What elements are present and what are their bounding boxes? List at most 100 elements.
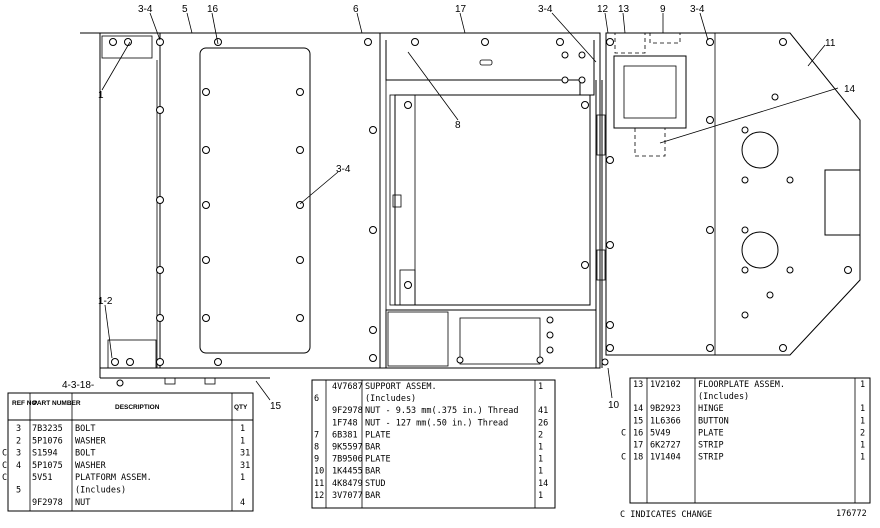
ref-no: 17 [633, 441, 643, 451]
quantity: 1 [538, 455, 543, 465]
callout: 3-4 [538, 4, 553, 15]
col-header-part: PART NUMBER [33, 400, 81, 407]
callout: 10 [608, 400, 620, 411]
part-number: 5V49 [650, 428, 670, 438]
quantity: 2 [538, 430, 543, 440]
ref-no: 8 [314, 443, 319, 453]
part-number: 1V1404 [650, 453, 681, 463]
ref-no: 2 [16, 436, 21, 446]
quantity: 41 [538, 406, 548, 416]
floorplate-13 [605, 32, 861, 356]
quantity: 31 [240, 461, 250, 471]
col-header-desc: DESCRIPTION [115, 404, 160, 411]
quantity: 4 [240, 498, 245, 508]
part-number: 5V51 [32, 473, 52, 483]
part-number: 1K4455 [332, 467, 363, 477]
callout: 12 [597, 4, 609, 15]
ref-no: 7 [314, 430, 319, 440]
description: (Includes) [75, 486, 126, 496]
quantity: 14 [538, 479, 548, 489]
part-number: S1594 [32, 449, 58, 459]
description: (Includes) [698, 392, 749, 402]
change-note: C INDICATES CHANGE [620, 510, 712, 520]
ref-no: 4 [16, 461, 21, 471]
quantity: 2 [860, 428, 865, 438]
part-number: 9B2923 [650, 404, 681, 414]
bracket-plate [101, 35, 153, 59]
ref-no: 5 [16, 486, 21, 496]
drawing-number: 176772 [836, 509, 867, 519]
ref-no: 6 [314, 394, 319, 404]
part-number: 6B381 [332, 430, 358, 440]
quantity: 1 [860, 416, 865, 426]
change-mark: C [621, 428, 626, 438]
change-mark: C [2, 449, 7, 459]
part-number: 3V7077 [332, 491, 363, 501]
ref-no: 16 [633, 428, 643, 438]
description: WASHER [75, 461, 107, 471]
callout: 8 [455, 120, 461, 131]
part-number: 5P1075 [32, 461, 63, 471]
description: BOLT [75, 424, 95, 434]
callout: 3-4 [336, 164, 351, 175]
description: BAR [365, 491, 381, 501]
callout: 1 [98, 90, 104, 101]
quantity: 1 [860, 453, 865, 463]
callout: 11 [825, 38, 836, 49]
callout: 3-4 [690, 4, 705, 15]
description: PLATFORM ASSEM. [75, 473, 152, 483]
change-mark: C [2, 461, 7, 471]
ref-no: 3 [16, 424, 21, 434]
callout: 9 [660, 4, 666, 15]
quantity: 26 [538, 418, 548, 428]
part-number: 6K2727 [650, 441, 681, 451]
quantity: 1 [860, 404, 865, 414]
quantity: 1 [538, 467, 543, 477]
ref-no: 11 [314, 479, 324, 489]
col-header-qty: QTY [234, 404, 248, 411]
ref-no: 12 [314, 491, 324, 501]
description: WASHER [75, 436, 107, 446]
callout: 13 [618, 4, 630, 15]
platform-assembly: 3-4 5 16 6 17 3-4 12 13 9 3-4 11 1 8 14 … [62, 4, 861, 412]
callout-labels: 3-4 5 16 6 17 3-4 12 13 9 3-4 11 1 8 14 … [62, 4, 856, 412]
quantity: 1 [240, 473, 245, 483]
description: BUTTON [698, 416, 729, 426]
part-number: 1V2102 [650, 380, 681, 390]
part-number: 4K8479 [332, 479, 363, 489]
ref-no: 15 [633, 416, 643, 426]
quantity: 1 [240, 436, 245, 446]
callout: 15 [270, 401, 282, 412]
description: HINGE [698, 404, 724, 414]
ref-no: 14 [633, 404, 643, 414]
part-number: 7B9506 [332, 455, 363, 465]
part-number: 9F2978 [332, 406, 363, 416]
description: SUPPORT ASSEM. [365, 382, 437, 392]
description: STUD [365, 479, 385, 489]
quantity: 1 [538, 443, 543, 453]
description: BAR [365, 443, 381, 453]
part-number: 9F2978 [32, 498, 63, 508]
ref-no: 13 [633, 380, 643, 390]
frame-outline [99, 32, 601, 369]
callout: 6 [353, 4, 359, 15]
callout: 16 [207, 4, 219, 15]
ref-no: 10 [314, 467, 324, 477]
col-header-ref: REF NO. [12, 400, 39, 407]
ref-no: 3 [16, 449, 21, 459]
callout: 17 [455, 4, 467, 15]
part-number: 1F748 [332, 418, 358, 428]
leader-lines [101, 12, 839, 401]
callout: 14 [844, 84, 856, 95]
part-number: 1L6366 [650, 416, 681, 426]
description: PLATE [365, 455, 391, 465]
quantity: 1 [538, 491, 543, 501]
callout: 5 [182, 4, 188, 15]
part-number: 9K5597 [332, 443, 363, 453]
quantity: 1 [538, 382, 543, 392]
parts-table-1: REF NO. PART NUMBER DESCRIPTION QTY 3 7B3… [2, 392, 254, 512]
plate-9 [613, 55, 687, 129]
part-number: 7B3235 [32, 424, 63, 434]
